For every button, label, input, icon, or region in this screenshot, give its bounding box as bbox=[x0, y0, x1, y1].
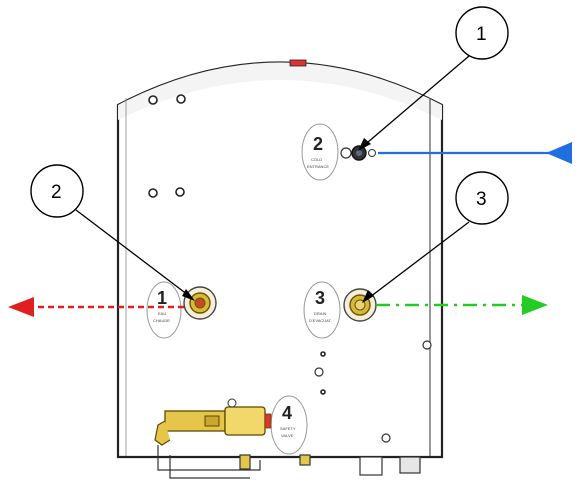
leader-line-2 bbox=[75, 209, 193, 299]
callout-number: 1 bbox=[476, 24, 487, 45]
callout-number: 3 bbox=[476, 189, 487, 210]
safety-valve bbox=[154, 398, 272, 446]
cold-inlet-fitting bbox=[340, 145, 376, 161]
mounting-hole bbox=[175, 187, 185, 197]
mounting-hole bbox=[320, 351, 326, 357]
port-plate-safety: 4 SAFETY VALVE bbox=[270, 395, 308, 455]
plate-subtext: CHAUDE bbox=[153, 318, 170, 323]
plate-text: EAU bbox=[158, 311, 166, 316]
callout-leaders bbox=[75, 55, 470, 301]
hot-outlet-fitting bbox=[183, 286, 217, 320]
mounting-holes bbox=[148, 94, 326, 395]
top-red-mark bbox=[289, 59, 307, 67]
hot-outlet-arrow bbox=[8, 297, 184, 317]
port-plate-hot: 1 EAU CHAUDE bbox=[146, 281, 182, 339]
callout-3: 3 bbox=[455, 171, 509, 225]
plate-number: 2 bbox=[313, 134, 323, 154]
leader-line-3 bbox=[365, 221, 470, 301]
plate-number: 1 bbox=[157, 288, 167, 308]
plate-number: 4 bbox=[282, 403, 292, 423]
leader-line-1 bbox=[360, 55, 470, 149]
drain-outlet-arrow bbox=[376, 295, 548, 315]
mounting-hole bbox=[148, 188, 158, 198]
side-screws bbox=[314, 340, 432, 443]
plate-text: COLD bbox=[311, 157, 322, 162]
plate-subtext: ENTRANCE bbox=[307, 164, 329, 169]
plate-text: DRAIN bbox=[314, 311, 327, 316]
plate-number: 3 bbox=[315, 288, 325, 308]
boiler-outline bbox=[116, 61, 444, 459]
port-plate-drain: 3 DRAIN D'EVACUAT. bbox=[303, 281, 341, 339]
plate-outline bbox=[303, 281, 341, 339]
callout-1: 1 bbox=[455, 6, 509, 60]
plate-outline bbox=[146, 281, 182, 339]
cold-inlet-arrow bbox=[378, 142, 572, 164]
port-plate-cold: 2 COLD ENTRANCE bbox=[301, 123, 339, 181]
bottom-fittings bbox=[157, 445, 421, 479]
callout-2: 2 bbox=[30, 164, 84, 218]
boiler-top-shade bbox=[118, 62, 442, 120]
callout-number: 2 bbox=[51, 182, 62, 203]
plate-subtext: VALVE bbox=[281, 433, 294, 438]
leader-arrowheads bbox=[182, 138, 374, 303]
plate-text: SAFETY bbox=[280, 426, 296, 431]
mounting-hole bbox=[148, 95, 158, 105]
mounting-hole bbox=[320, 389, 326, 395]
boiler-body bbox=[116, 59, 444, 459]
plate-subtext: D'EVACUAT. bbox=[309, 318, 332, 323]
plate-outline bbox=[301, 123, 339, 181]
mounting-hole bbox=[176, 94, 186, 104]
